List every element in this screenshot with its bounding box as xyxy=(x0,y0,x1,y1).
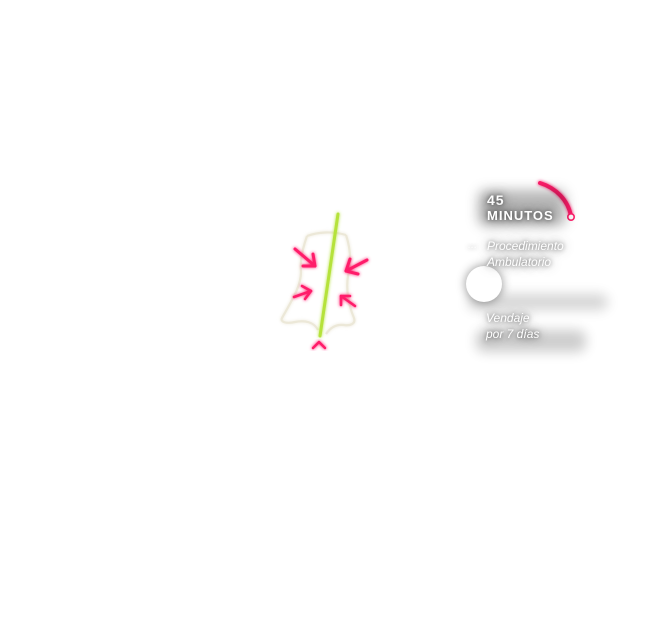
caret-up-icon xyxy=(311,340,327,350)
clock-arc-icon xyxy=(538,181,575,222)
procedure-label-line2: Ambulatorio xyxy=(487,255,552,269)
info-marker-icon xyxy=(466,266,502,302)
compression-arrow-icon xyxy=(344,257,369,276)
text-shadow xyxy=(468,294,608,310)
compression-arrow-icon xyxy=(292,284,313,301)
incision-line xyxy=(318,212,340,338)
recovery-label-line2: por 7 días xyxy=(486,327,540,341)
duration-number: 45 xyxy=(487,192,505,208)
text-shadow xyxy=(476,330,586,352)
compression-arrow-icon xyxy=(339,294,357,308)
duration-unit: MINUTOS xyxy=(487,208,554,223)
torso-outline xyxy=(280,231,356,335)
text-shadow xyxy=(478,190,566,226)
compression-arrow-icon xyxy=(293,247,317,268)
recovery-label-line1: Vendaje xyxy=(486,311,530,325)
procedure-leader: ... xyxy=(468,239,478,251)
procedure-label-line1: Procedimiento xyxy=(487,239,564,253)
